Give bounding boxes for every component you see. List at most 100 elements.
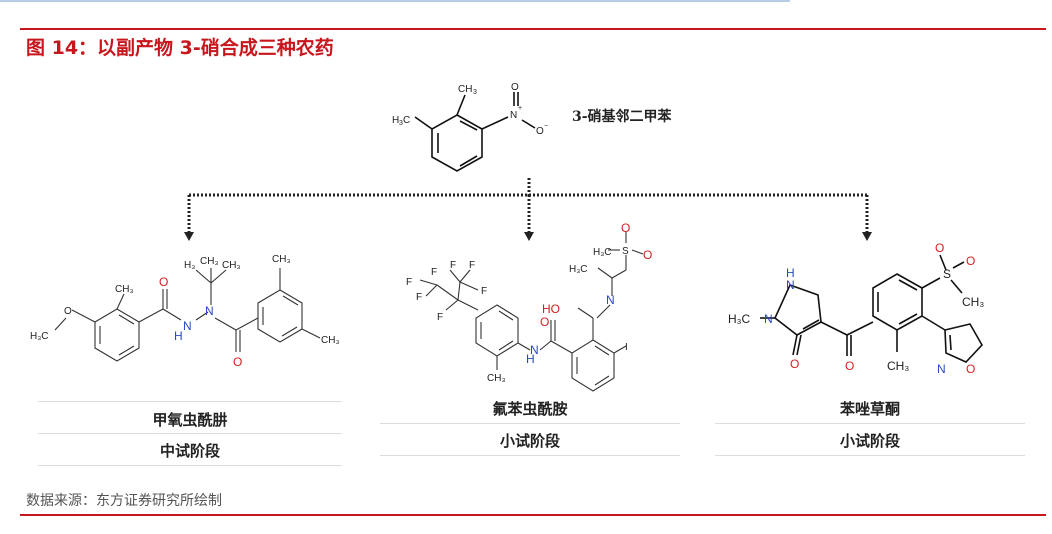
atom-label: CH₃	[962, 295, 984, 309]
atom-label: S	[622, 246, 629, 257]
atom-label: O	[966, 362, 975, 376]
bond	[550, 340, 573, 354]
bond	[457, 281, 461, 301]
double-bond	[898, 313, 918, 325]
atom-label: H₃	[184, 260, 195, 271]
atom-label: F	[416, 292, 422, 303]
top-compound-name: 3-硝基邻二甲苯	[572, 109, 672, 125]
atom-label: S	[943, 267, 951, 281]
atom-label: O	[540, 315, 549, 329]
bond	[597, 267, 613, 279]
atom-label: N	[183, 319, 192, 333]
figure-title: 图 14：以副产物 3-硝合成三种农药	[26, 37, 334, 59]
atom-label: C	[403, 115, 410, 126]
bond	[419, 279, 438, 286]
bond	[921, 315, 946, 331]
atom-label: CH	[458, 84, 472, 95]
product-3-structure: H₃C N H N O O S O O CH₃ CH₃ N O	[728, 241, 984, 376]
bond	[235, 317, 259, 331]
bond	[449, 269, 461, 283]
bond	[456, 94, 466, 116]
bond	[71, 309, 96, 323]
double-bond	[118, 345, 135, 356]
bond	[796, 334, 802, 356]
double-bond	[459, 120, 478, 131]
card-divider	[715, 455, 1025, 456]
bond	[195, 311, 209, 321]
bond	[301, 328, 321, 339]
atom-label: N	[510, 110, 517, 121]
bond	[457, 299, 479, 311]
atom-label: H	[786, 266, 795, 280]
bond	[921, 277, 941, 289]
atom-label: O	[64, 306, 72, 317]
bond	[631, 249, 644, 255]
isoxazoline-ring	[944, 323, 983, 363]
atom-label: O	[935, 241, 944, 255]
card-divider	[380, 423, 680, 424]
bond	[459, 281, 479, 291]
double-bond	[802, 319, 820, 330]
arrow-head-middle	[524, 232, 534, 241]
benzene-ring	[257, 289, 303, 343]
bond	[952, 261, 965, 269]
bond	[459, 269, 471, 283]
atom-label: F	[450, 260, 456, 271]
benzene-ring	[872, 273, 923, 331]
atom-label: F	[469, 260, 475, 271]
atom-label: F	[437, 312, 443, 323]
product-stage-3: 小试阶段	[839, 432, 900, 450]
double-bond	[949, 334, 952, 351]
atom-label: H₃C	[728, 312, 751, 326]
card-divider	[38, 465, 342, 466]
product-name-1: 甲氧虫酰肼	[152, 411, 228, 429]
bond	[939, 254, 947, 271]
atom-label: F	[431, 267, 437, 278]
double-bond	[459, 155, 478, 167]
atom-label: CH₃	[321, 335, 340, 346]
top-rule	[0, 0, 790, 2]
atom-label: O	[790, 357, 799, 371]
atom-label: 3	[399, 120, 403, 127]
atom-label: N	[937, 362, 946, 376]
atom-label: H₃C	[593, 247, 612, 258]
product-name-3: 苯唑草酮	[839, 400, 900, 418]
bond	[481, 116, 509, 130]
atom-label: O	[621, 221, 630, 235]
atom-label: O	[159, 275, 168, 289]
double-bond	[594, 375, 610, 386]
atom-label: 3	[473, 89, 477, 96]
bond	[596, 304, 611, 319]
arrow-head-right	[862, 232, 872, 241]
bond	[613, 345, 627, 354]
atom-label: CH₃	[887, 359, 909, 373]
atom-label: HO	[542, 302, 560, 316]
atom-label: H	[392, 115, 399, 126]
top-compound-structure: CH 3 H 3 C N + O O −	[392, 82, 548, 172]
benzene-ring	[431, 114, 483, 172]
title-rule	[20, 28, 1046, 30]
bond	[210, 269, 227, 284]
double-bond	[118, 314, 135, 325]
atom-label: O	[845, 359, 854, 373]
atom-label: CH₃	[272, 254, 291, 265]
atom-label: CH₃	[487, 373, 506, 384]
card-divider	[380, 455, 680, 456]
atom-label: O	[966, 254, 975, 268]
atom-label: O	[233, 355, 242, 369]
atom-label: H₃C	[30, 331, 49, 342]
card-divider	[38, 433, 342, 434]
atom-label: N	[530, 343, 539, 357]
arrow-head-left	[184, 232, 194, 241]
atom-label: O	[643, 248, 652, 262]
bond	[414, 116, 433, 130]
product-2-structure: F F F F F F F H₃C S O O HO N H N O H₃C I…	[406, 221, 652, 392]
bond	[214, 317, 237, 331]
atom-label: I	[625, 342, 628, 353]
product-stage-1: 中试阶段	[159, 442, 220, 460]
atom-label: N	[764, 312, 773, 326]
atom-label: O	[511, 82, 519, 93]
bond	[820, 321, 848, 336]
